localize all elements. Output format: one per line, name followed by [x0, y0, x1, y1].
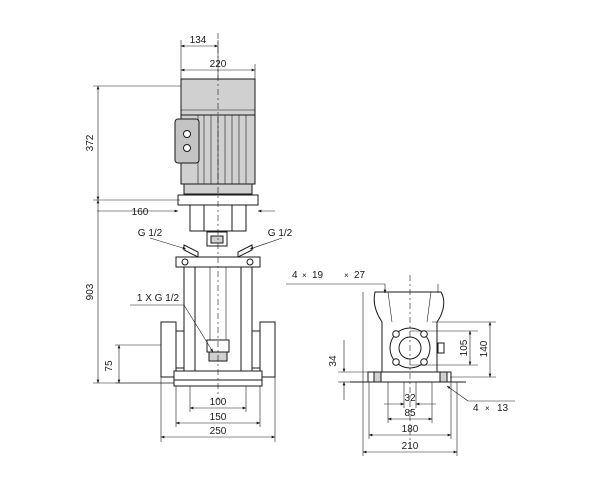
motor: [174, 78, 256, 195]
port-right-label: G 1/2: [268, 228, 293, 239]
dim-140-label: 140: [479, 340, 490, 357]
dim-160-label: 160: [132, 207, 149, 218]
port-left-label: G 1/2: [138, 228, 163, 239]
dim-134-label: 134: [190, 35, 207, 46]
holes-4x13-value: 13: [497, 403, 509, 414]
coupling: [177, 194, 259, 247]
holes-x27-times: ×: [344, 271, 349, 280]
dim-250-label: 250: [210, 426, 227, 437]
inlet-flange: [160, 321, 185, 378]
dim-210-label: 210: [402, 441, 419, 452]
holes-4x13-count: 4: [473, 403, 479, 414]
dim-34-label: 34: [328, 355, 339, 367]
dim-903-label: 903: [85, 283, 96, 300]
dim-180-label: 180: [402, 424, 419, 435]
holes-4x19-value: 19: [312, 270, 324, 281]
chamber-stack: [175, 256, 261, 373]
front-view: [160, 33, 276, 400]
drain-port-label: 1 X G 1/2: [137, 293, 180, 304]
outlet-flange: [251, 321, 276, 378]
dim-150-label: 150: [210, 412, 227, 423]
side-dimensions: 4 × 19 × 27 105 140 34 4 × 13 32: [286, 270, 515, 456]
dim-372-label: 372: [85, 134, 96, 151]
holes-4x19-count: 4: [292, 270, 298, 281]
dim-85-label: 85: [404, 408, 416, 419]
dim-105-label: 105: [459, 339, 470, 356]
front-dimensions: 134 220 372 903 160 G 1/2 G 1/2 1 X G 1/…: [85, 35, 293, 442]
holes-4x13-times: ×: [485, 404, 490, 413]
dim-100-label: 100: [210, 397, 227, 408]
holes-x27-value: 27: [354, 270, 366, 281]
holes-4x19-times: ×: [302, 271, 307, 280]
dim-220-label: 220: [210, 59, 227, 70]
dim-32-label: 32: [404, 393, 416, 404]
dim-75-label: 75: [104, 360, 115, 372]
side-view: [350, 275, 466, 450]
